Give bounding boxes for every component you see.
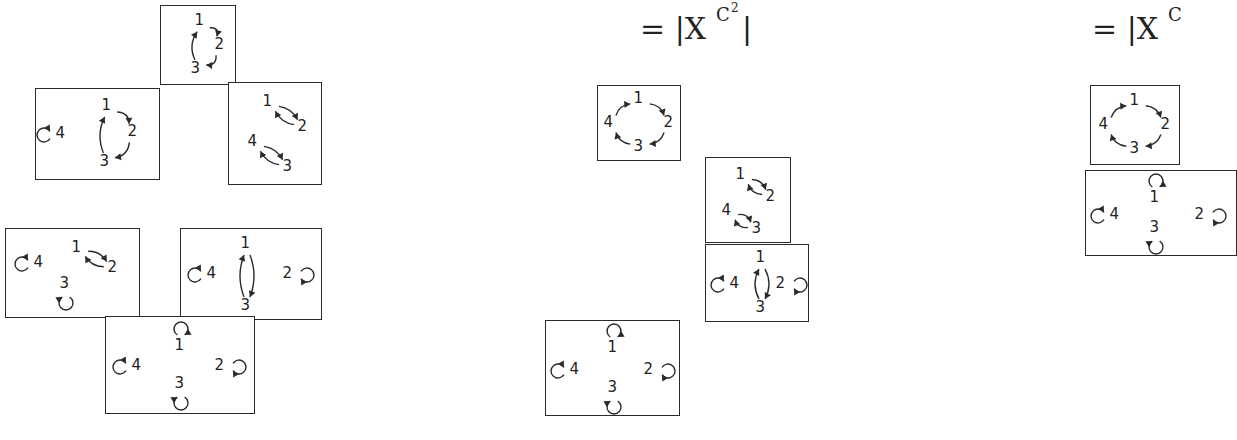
permutation-box: 1 4 2 3 [5, 228, 140, 318]
element-number: 3 [60, 276, 70, 291]
element-number: 1 [736, 167, 746, 182]
permutation-box: 1 4 2 3 [597, 85, 681, 161]
element-number: 4 [722, 203, 732, 218]
element-number: 2 [215, 358, 225, 373]
element-number: 3 [756, 300, 766, 315]
element-number: 3 [241, 298, 251, 313]
element-number: 3 [175, 376, 185, 391]
element-number: 2 [1161, 117, 1171, 132]
formula-text: 2 [731, 2, 739, 14]
element-number: 3 [191, 61, 201, 76]
element-number: 1 [1150, 190, 1160, 205]
element-number: 1 [756, 250, 766, 265]
permutation-box: 1 4 2 3 [35, 88, 160, 180]
element-number: 2 [1195, 207, 1205, 222]
element-number: 2 [644, 362, 654, 377]
element-number: 2 [283, 266, 293, 281]
permutation-box: 123 [160, 5, 236, 85]
element-number: 4 [604, 115, 614, 130]
element-number: 2 [776, 276, 786, 291]
element-number: 3 [100, 154, 110, 169]
formula-text: = |X [640, 14, 706, 44]
permutation-box: 1 2 4 3 [705, 157, 791, 243]
cycle-arrows [181, 229, 323, 321]
permutation-box: 1 4 2 3 [1090, 85, 1180, 165]
element-number: 2 [108, 260, 118, 275]
element-number: 3 [1150, 220, 1160, 235]
element-number: 3 [752, 221, 762, 236]
permutation-box: 1 4 2 3 [180, 228, 322, 320]
element-number: 4 [1099, 117, 1109, 132]
element-number: 2 [664, 115, 674, 130]
element-number: 2 [298, 119, 308, 134]
element-number: 2 [128, 124, 138, 139]
permutation-box: 1 4 23 [705, 244, 809, 322]
element-number: 3 [1130, 141, 1140, 156]
cycle-arrows [1086, 171, 1237, 257]
formula-text: C [1168, 6, 1182, 24]
element-number: 1 [72, 240, 82, 255]
element-number: 4 [730, 276, 740, 291]
cycle-arrows [106, 317, 256, 415]
element-number: 1 [241, 236, 251, 251]
permutation-box: 1 2 4 3 [228, 82, 322, 185]
element-number: 4 [570, 362, 580, 377]
element-number: 2 [766, 189, 776, 204]
permutation-box: 1 4 2 3 [545, 320, 680, 416]
element-number: 4 [207, 266, 217, 281]
element-number: 1 [1130, 93, 1140, 108]
cycle-arrows [546, 321, 681, 417]
cycle-arrows [36, 89, 161, 181]
element-number: 4 [34, 255, 44, 270]
element-number: 1 [608, 340, 618, 355]
permutation-box: 1 4 2 3 [1085, 170, 1237, 256]
cycle-arrows [229, 83, 323, 186]
element-number: 2 [215, 37, 225, 52]
element-number: 3 [634, 139, 644, 154]
element-number: 3 [608, 380, 618, 395]
element-number: 4 [1110, 207, 1120, 222]
element-number: 1 [263, 94, 273, 109]
formula-text: | [742, 14, 752, 44]
permutation-box: 1 4 2 3 [105, 316, 255, 414]
element-number: 4 [56, 126, 66, 141]
cycle-arrows [706, 158, 792, 244]
element-number: 1 [634, 91, 644, 106]
element-number: 1 [175, 338, 185, 353]
element-number: 1 [102, 98, 112, 113]
element-number: 1 [195, 13, 205, 28]
formula-text: C [716, 6, 730, 24]
element-number: 4 [132, 358, 142, 373]
formula-text: = |X [1092, 14, 1158, 44]
element-number: 3 [283, 159, 293, 174]
element-number: 4 [248, 134, 258, 149]
